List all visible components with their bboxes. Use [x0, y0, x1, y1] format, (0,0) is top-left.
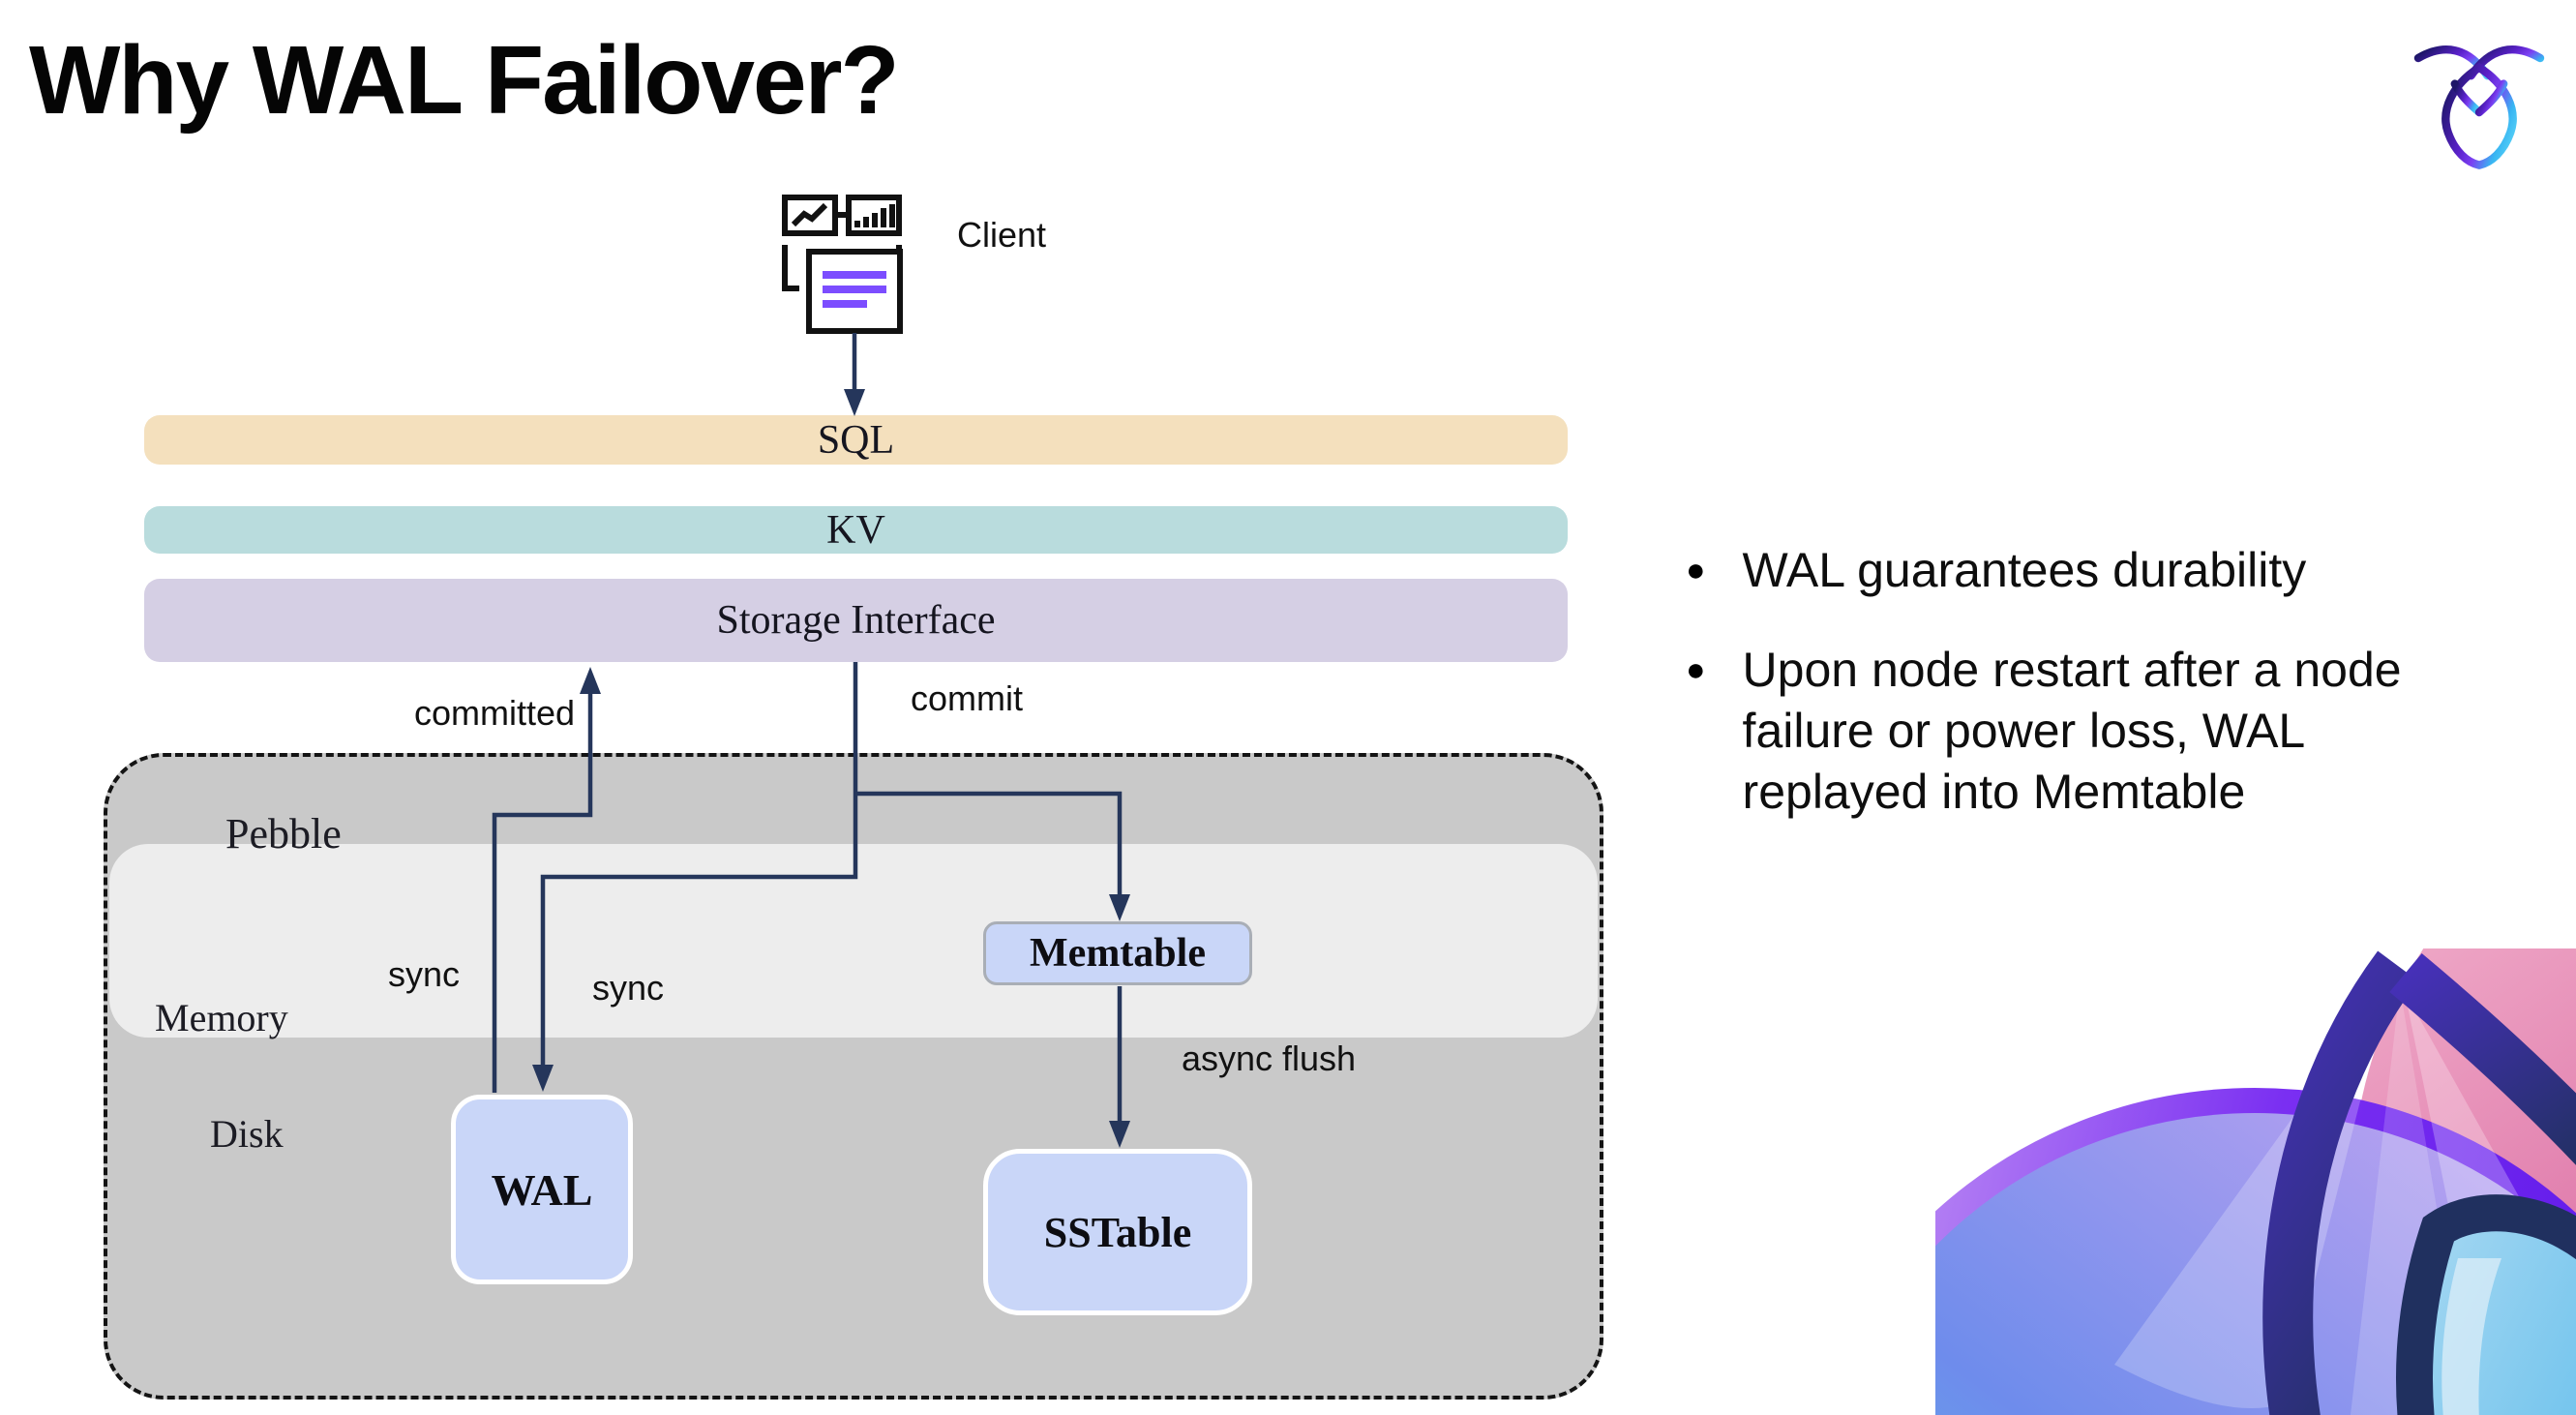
cockroachdb-brand-graphic	[1935, 948, 2576, 1415]
bullet-dot: ●	[1686, 552, 1706, 588]
sstable-node: SSTable	[983, 1149, 1252, 1315]
committed-label: committed	[413, 693, 576, 733]
list-item: ● Upon node restart after a node failure…	[1686, 640, 2537, 823]
cockroachdb-logo-icon	[2413, 45, 2545, 169]
brand-body-arcs	[2262, 950, 2576, 1415]
layer-kv-label: KV	[826, 507, 885, 553]
memory-zone-label: Memory	[155, 996, 288, 1039]
pebble-label: Pebble	[225, 810, 342, 858]
layer-storage-label: Storage Interface	[716, 598, 996, 643]
bullet-dot: ●	[1686, 651, 1706, 688]
client-label: Client	[956, 215, 1047, 255]
wal-node: WAL	[451, 1095, 633, 1284]
bullet-text: Upon node restart after a node failure o…	[1742, 643, 2402, 819]
edge-commit-to-wal	[540, 662, 858, 1081]
memtable-node: Memtable	[983, 921, 1252, 985]
layer-storage-interface: Storage Interface	[144, 579, 1568, 662]
list-item: ● WAL guarantees durability	[1686, 540, 2537, 601]
client-icon	[782, 195, 903, 334]
commit-label: commit	[911, 678, 1023, 718]
page-title: Why WAL Failover?	[29, 26, 900, 135]
layer-sql: SQL	[144, 415, 1568, 465]
sync-left-label: sync	[387, 954, 461, 994]
bullet-list: ● WAL guarantees durability ● Upon node …	[1686, 540, 2537, 823]
arrowheads	[532, 389, 1130, 1148]
memtable-node-label: Memtable	[1030, 931, 1206, 976]
edge-committed	[492, 678, 593, 1093]
layer-kv: KV	[144, 506, 1568, 554]
disk-zone-label: Disk	[210, 1112, 284, 1156]
sstable-node-label: SSTable	[1043, 1208, 1192, 1256]
layer-sql-label: SQL	[817, 417, 895, 463]
async-flush-label: async flush	[1181, 1039, 1357, 1078]
sync-right-label: sync	[591, 968, 665, 1008]
wal-node-label: WAL	[491, 1164, 593, 1215]
bullet-text: WAL guarantees durability	[1742, 543, 2307, 597]
edge-commit-to-memtable	[855, 791, 1123, 913]
client-doc-lines	[823, 271, 886, 308]
